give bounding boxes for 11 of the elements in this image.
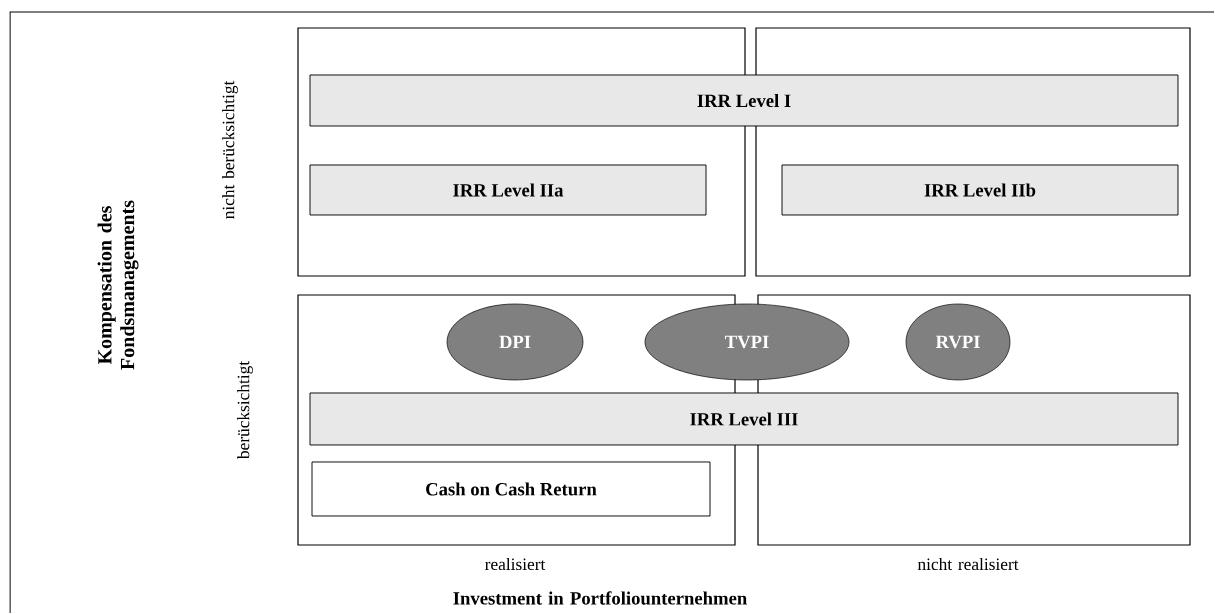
- metric-box: IRR Level I: [309, 74, 1179, 127]
- axis-label: nicht realisiert: [917, 557, 1019, 571]
- axis-label: realisiert: [485, 557, 546, 571]
- axis-label: berücksichtigt: [237, 361, 253, 460]
- metric-box: IRR Level IIb: [781, 164, 1179, 216]
- metric-box: IRR Level IIa: [309, 164, 707, 216]
- axis-title: Investment in Portfoliounternehmen: [453, 591, 747, 605]
- metric-box: IRR Level III: [309, 392, 1179, 446]
- axis-label: nicht berücksichtigt: [222, 80, 238, 219]
- metric-box: Cash on Cash Return: [311, 461, 711, 517]
- axis-title: Kompensation des Fondsmanagements: [97, 200, 139, 370]
